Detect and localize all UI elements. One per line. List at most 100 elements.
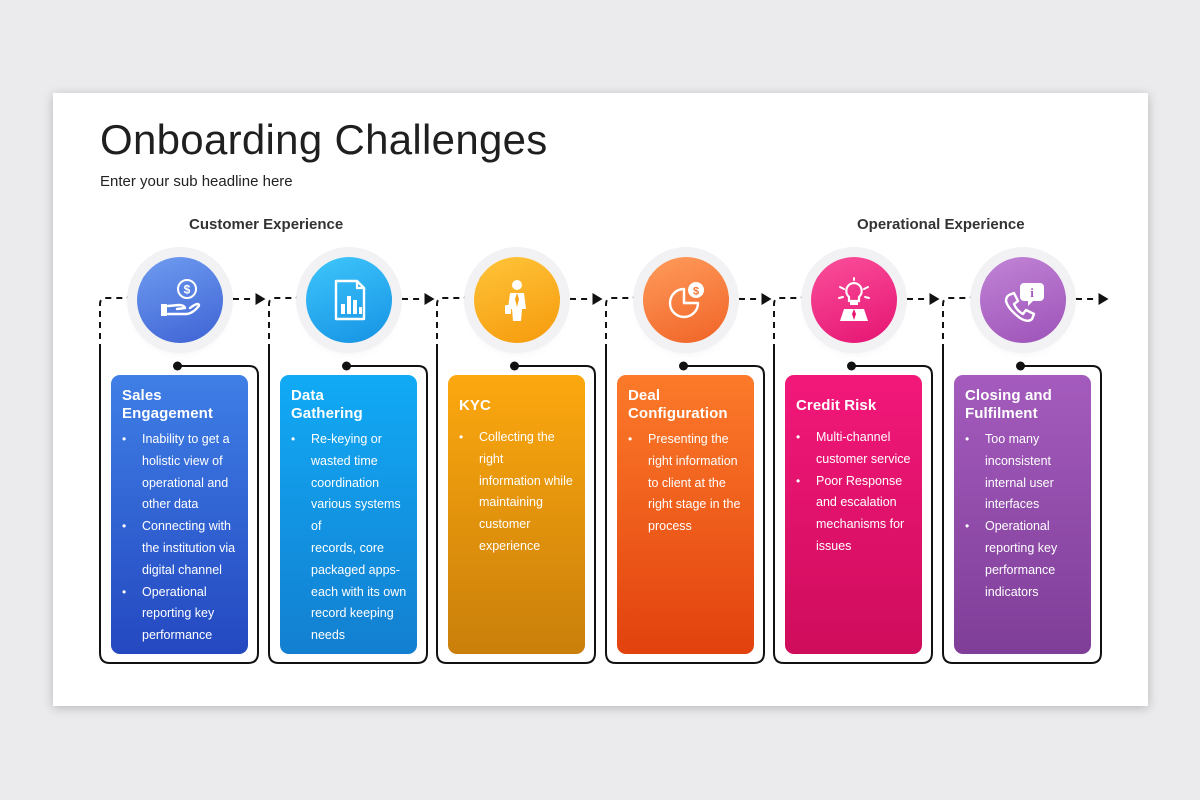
step-card-title-line: Credit Risk [796,397,877,414]
step-card-title-line: Engagement [122,405,214,422]
step-bullet-line: various systems of [311,497,401,534]
step-bullet-line: inconsistent [985,453,1052,468]
step-bullet-line: records, core [311,540,384,555]
step-bullet-line: Connecting with [142,519,231,534]
connector-dot-5 [847,361,856,371]
step-icon-circle-6: i [979,257,1066,343]
step-icon-circle-5 [810,257,897,343]
step-card-3: KYC Collecting the right information while… [448,375,585,654]
group-label-operational-experience: Operational Experience [857,216,1025,233]
card-outline-3 [436,350,596,664]
step-card-title-line: Gathering [291,405,363,422]
step-bullet-line: maintaining [479,495,543,510]
step-card-title-line: Sales [122,387,162,404]
page-title: Onboarding Challenges [100,116,548,163]
step-bullet-line: reporting key [985,540,1058,555]
step-bullet-item: Presenting the right information to client… [628,429,744,538]
step-icon-circle-4: $ [642,257,729,343]
step-bullet-item: Collecting the right information while mai… [459,427,575,558]
lightbulb-person-icon [837,277,870,321]
step-bullet-line: Multi-channel [816,430,891,444]
hand-money-icon: $ [160,279,200,316]
step-bullet-list: Presenting the right information to client… [628,429,744,538]
step-card-6: Closing andFulfilmentToo manyinconsisten… [954,375,1091,654]
step-bullet-line: mechanisms for [816,517,905,532]
step-bullet-line: internal user [985,475,1054,490]
step-card-title-line: Closing and [965,387,1052,404]
group-label-customer-experience: Customer Experience [189,216,344,233]
step-bullet-line: issues [816,538,852,553]
step-card-5: Credit RiskMulti-channel customer service… [785,375,922,654]
step-bullet-line: needs [311,628,346,643]
step-icon-circle-1: $ [136,257,223,343]
step-card-title: KYC [459,397,575,415]
step-bullet-line: to client at the [648,475,726,490]
step-bullet-line: record keeping [311,606,394,621]
step-bullet-line: Operational [985,519,1050,534]
step-bullet-line: holistic view of [142,453,223,468]
arrow-head-6 [1098,293,1109,305]
step-bullet-line: Operational [142,584,207,599]
step-bullet-list: Collecting the right information while mai… [459,427,575,558]
step-bullet-item: Operational reporting key performance [122,582,238,647]
card-outline-4 [605,350,765,664]
step-card-title-line: Configuration [628,405,728,422]
connector-dot-3 [510,361,519,371]
card-outline-5 [773,350,933,664]
step-bullet-line: customer service [816,451,911,466]
step-bullet-line: customer [479,517,531,532]
step-card-title-line: Deal [628,387,661,404]
clock-money-icon: $ [668,282,704,319]
svg-text:i: i [1030,285,1034,300]
step-bullet-item: Operational reporting key performance indic… [965,516,1081,603]
step-icon-circle-2 [305,257,392,343]
step-bullet-line: packaged apps- [311,562,400,577]
svg-text:$: $ [183,283,190,297]
step-bullet-line: right information [648,453,738,468]
document-chart-icon [334,279,365,321]
step-bullet-line: process [648,519,692,534]
step-bullet-line: indicators [985,584,1039,599]
arrow-head-3 [592,293,603,305]
step-bullet-line: Inability to get a [142,432,230,446]
connector-dot-4 [679,361,688,371]
step-bullet-line: performance [142,628,213,643]
step-bullet-line: performance [985,562,1056,577]
step-bullet-line: digital channel [142,562,222,577]
connector-dot-6 [1016,361,1025,371]
step-icon-circle-3 [473,257,560,343]
step-card-4: DealConfigurationPresenting the right inf… [617,375,754,654]
arrow-head-4 [761,293,772,305]
step-bullet-line: interfaces [985,497,1040,512]
step-bullet-list: Multi-channel customer servicePoor Respon… [796,427,912,558]
page-subtitle: Enter your sub headline here [100,173,293,190]
step-bullet-line: Poor Response [816,473,903,488]
step-bullet-line: wasted time [311,453,378,468]
step-bullet-line: Presenting the [648,432,729,446]
step-card-title-line: Fulfilment [965,405,1038,422]
arrow-head-1 [255,293,266,305]
step-bullet-line: reporting key [142,606,215,621]
step-bullet-line: information while [479,473,573,488]
arrow-head-5 [929,293,940,305]
svg-text:$: $ [692,286,698,298]
phone-info-icon: i [1004,283,1044,322]
step-bullet-line: Re-keying or [311,432,382,446]
arrow-head-2 [424,293,435,305]
connector-dot-1 [173,361,182,371]
step-bullet-line: Collecting the right [479,430,555,466]
card-outline-1 [99,350,259,664]
step-card-title-line: Data [291,387,324,404]
step-bullet-item: Multi-channel customer service [796,427,912,471]
step-bullet-line: right stage in the [648,497,741,512]
